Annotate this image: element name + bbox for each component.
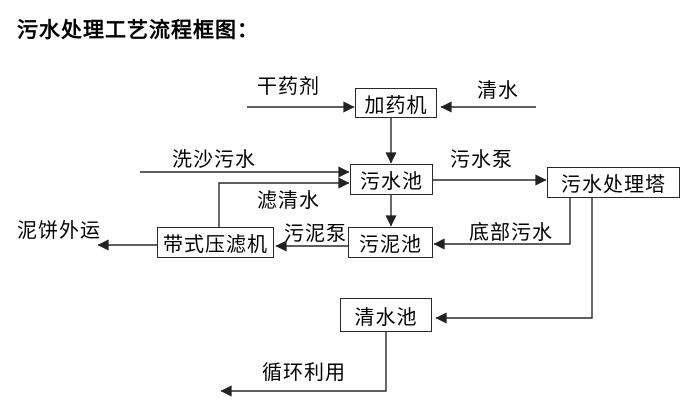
node-clean-water-pool-label: 清水池: [354, 306, 418, 329]
node-clean-water-pool: 清水池: [340, 298, 432, 332]
edge-label-dry-agent: 干药剂: [257, 76, 320, 98]
edge-label-sludge-pump: 污泥泵: [284, 223, 347, 245]
edge-label-clean-water: 清水: [477, 80, 519, 102]
node-dosing-machine: 加药机: [355, 88, 437, 118]
edge-label-sewage-pump: 污水泵: [450, 149, 513, 171]
edge-label-mud-cake-out: 泥饼外运: [17, 220, 101, 242]
arrow-treatment-tower-to-clean-water-pool: [435, 198, 593, 324]
edge-label-bottom-sewage: 底部污水: [469, 222, 553, 244]
node-sludge-pool-label: 污泥池: [359, 234, 422, 256]
node-treatment-tower-label: 污水处理塔: [561, 174, 666, 196]
edge-label-sand-wash-sewage: 洗沙污水: [172, 149, 256, 171]
node-belt-filter-press-label: 带式压滤机: [163, 234, 268, 256]
node-sewage-pool-label: 污水池: [360, 171, 423, 193]
arrow-recycle-use: [220, 332, 387, 397]
node-sludge-pool: 污泥池: [348, 227, 433, 258]
edge-label-filtered-water: 滤清水: [257, 190, 320, 212]
node-sewage-pool: 污水池: [350, 164, 433, 195]
arrow-bottom-sewage-to-sludge-pool: [433, 198, 571, 250]
edge-label-recycle-use: 循环利用: [262, 362, 346, 384]
page-title: 污水处理工艺流程框图：: [17, 19, 259, 42]
node-belt-filter-press: 带式压滤机: [157, 227, 274, 258]
node-dosing-machine-label: 加药机: [364, 94, 428, 117]
arrow-filtered-water-to-sewage-pool: [218, 177, 350, 227]
node-treatment-tower: 污水处理塔: [547, 167, 680, 198]
